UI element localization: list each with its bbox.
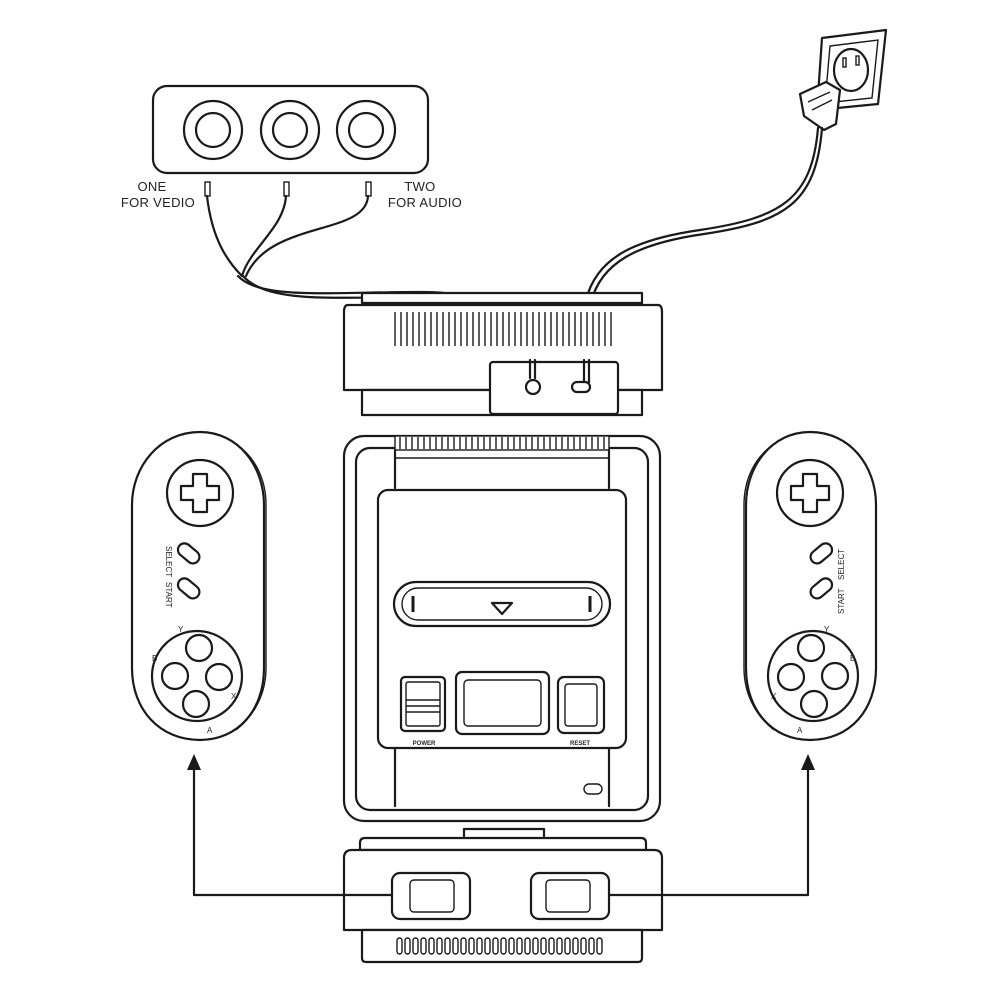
start-button[interactable]	[808, 576, 835, 601]
label-b: B	[152, 654, 157, 663]
right-controller: SELECT START Y X B A	[743, 430, 878, 742]
button-b[interactable]	[820, 661, 850, 691]
dpad-ring	[775, 458, 845, 528]
reset-button[interactable]	[556, 675, 606, 735]
dpad-icon[interactable]	[789, 472, 831, 514]
label-y: Y	[178, 625, 184, 634]
face-button-ring	[766, 629, 860, 723]
left-controller: SELECT START Y X B A	[130, 430, 267, 742]
video-label-line1: ONE	[137, 179, 166, 194]
label-a: A	[207, 726, 213, 735]
console-top-view: POWER RESET	[342, 434, 662, 823]
select-button[interactable]	[175, 541, 202, 566]
button-a[interactable]	[181, 689, 211, 719]
top-vents	[399, 437, 605, 449]
start-label: START	[837, 588, 846, 614]
dpad-ring	[165, 458, 235, 528]
controller-port-2	[529, 871, 611, 921]
button-y[interactable]	[796, 633, 826, 663]
av-out-port	[524, 378, 542, 396]
video-label-line2: FOR VEDIO	[121, 195, 195, 210]
power-label: POWER	[413, 741, 436, 747]
select-label: SELECT	[837, 549, 846, 580]
power-led	[583, 783, 603, 795]
av-jack-audio-left	[259, 99, 321, 161]
button-x[interactable]	[776, 662, 806, 692]
power-cable	[582, 126, 824, 362]
button-x[interactable]	[204, 662, 234, 692]
label-x: X	[231, 692, 237, 701]
console-front-view	[342, 827, 664, 964]
dpad-icon[interactable]	[179, 472, 221, 514]
label-y: Y	[824, 625, 830, 634]
av-jack-audio-right	[335, 99, 397, 161]
av-jack-video	[182, 99, 244, 161]
center-panel	[454, 670, 551, 736]
console-rear-view	[342, 291, 664, 417]
label-x: X	[771, 692, 777, 701]
rear-port-panel	[488, 360, 620, 416]
start-button[interactable]	[175, 576, 202, 601]
connection-arrow-right	[607, 754, 815, 897]
power-adapter	[798, 80, 842, 132]
av-input-panel	[151, 84, 430, 175]
eject-arrow-icon	[490, 601, 514, 616]
start-label: START	[164, 582, 173, 608]
audio-label-line1: TWO	[404, 179, 435, 194]
reset-label: RESET	[570, 741, 590, 747]
av-plugs	[204, 181, 372, 197]
select-label: SELECT	[164, 546, 173, 577]
audio-label-line2: FOR AUDIO	[388, 195, 462, 210]
connection-arrow-left	[187, 754, 394, 897]
button-a[interactable]	[799, 689, 829, 719]
select-button[interactable]	[808, 541, 835, 566]
button-y[interactable]	[184, 633, 214, 663]
arrow-up-icon	[187, 754, 201, 770]
front-vents	[396, 937, 603, 955]
controller-port-1	[390, 871, 472, 921]
label-a: A	[797, 726, 803, 735]
button-b[interactable]	[160, 661, 190, 691]
label-b: B	[850, 654, 855, 663]
power-switch[interactable]	[399, 675, 447, 733]
power-port	[570, 380, 592, 394]
rear-vents	[394, 312, 612, 346]
face-button-ring	[150, 629, 244, 723]
arrow-up-icon	[801, 754, 815, 770]
cartridge-slot	[392, 580, 612, 628]
